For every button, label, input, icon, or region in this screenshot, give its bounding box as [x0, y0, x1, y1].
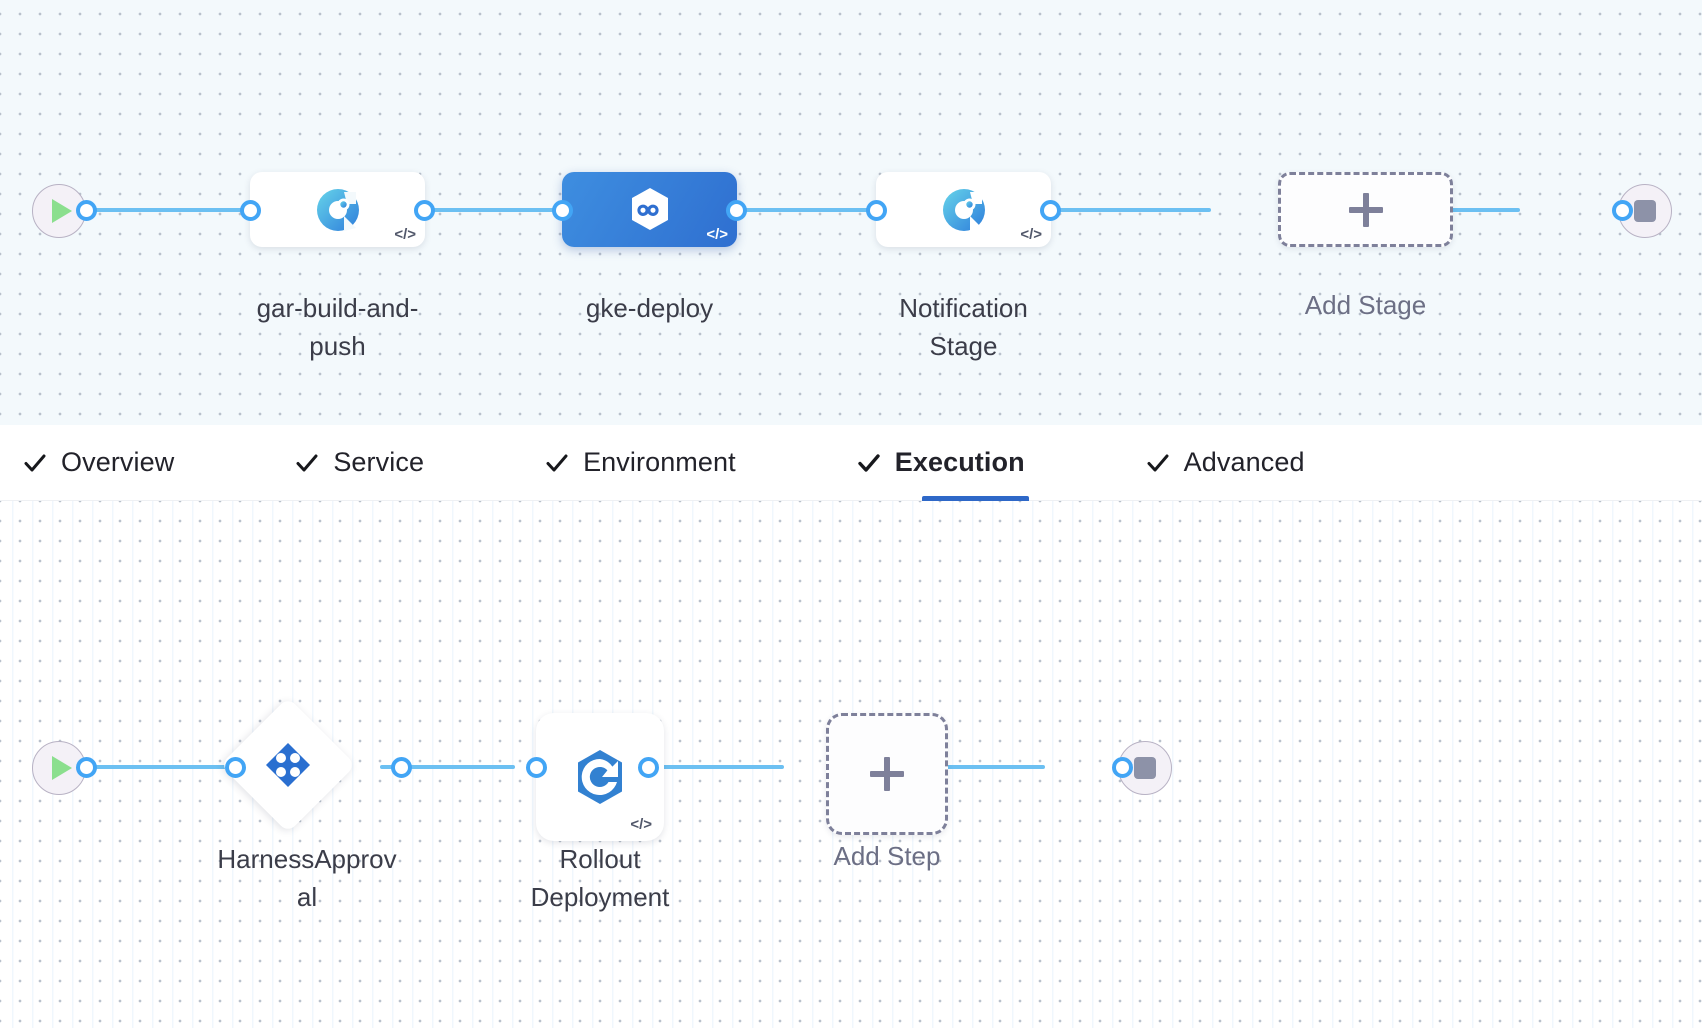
kubernetes-rollout-icon	[569, 746, 631, 808]
edge-step1-to-step2	[380, 765, 515, 769]
check-icon	[294, 450, 320, 476]
stage-label-line1: gar-build-and-	[256, 293, 419, 323]
port-stage1-in[interactable]	[240, 200, 261, 221]
execution-canvas[interactable]: HarnessApprov al </> Rollout Deployment …	[0, 501, 1702, 1028]
tab-service[interactable]: Service	[294, 425, 458, 501]
step-label-harness-approval: HarnessApprov al	[152, 841, 462, 916]
harness-ci-build-icon	[314, 186, 362, 234]
add-step-button[interactable]	[826, 713, 948, 835]
plus-icon	[1348, 192, 1383, 227]
step-label-rollout-deployment: Rollout Deployment	[445, 841, 755, 916]
step-code-badge: </>	[630, 816, 652, 833]
check-icon	[544, 450, 570, 476]
play-icon	[52, 756, 72, 780]
port-end-in[interactable]	[1612, 200, 1633, 221]
port-exec-start-out[interactable]	[76, 757, 97, 778]
port-stage2-in[interactable]	[552, 200, 573, 221]
tab-label: Advanced	[1183, 447, 1305, 477]
check-icon	[1145, 450, 1171, 476]
edge-stage1-to-stage2	[400, 208, 575, 212]
tab-label: Execution	[894, 447, 1025, 477]
tab-label: Service	[333, 447, 425, 477]
port-exec-end-in[interactable]	[1112, 757, 1133, 778]
stage-code-badge: </>	[1020, 226, 1042, 243]
stop-icon	[1634, 200, 1656, 222]
tab-overview[interactable]: Overview	[22, 425, 208, 501]
stage-label-line1: gke-deploy	[585, 293, 714, 323]
stage-label-gke-deploy: gke-deploy	[492, 290, 807, 328]
add-stage-label: Add Stage	[1304, 290, 1427, 320]
tab-environment[interactable]: Environment	[544, 425, 770, 501]
check-icon	[856, 450, 882, 476]
stage-label-notification-stage: Notification Stage	[806, 290, 1121, 365]
stage-label-line1: Notification	[899, 293, 1028, 323]
pipeline-stage-canvas[interactable]: </> gar-build-and- push </> gke-deploy	[0, 0, 1702, 425]
check-icon	[22, 450, 48, 476]
port-step2-in[interactable]	[526, 757, 547, 778]
tab-label: Environment	[583, 447, 736, 477]
stage-label-line2: push	[309, 330, 366, 361]
port-stage3-in[interactable]	[866, 200, 887, 221]
active-tab-indicator	[921, 495, 1029, 501]
port-step1-in[interactable]	[225, 757, 246, 778]
play-icon	[52, 199, 72, 223]
kubernetes-deploy-icon	[625, 185, 675, 235]
harness-ci-build-icon	[940, 186, 988, 234]
step-label-line2: Deployment	[530, 881, 670, 912]
stage-label-line2: Stage	[929, 330, 998, 361]
edge-addstep-to-end	[880, 765, 1045, 769]
plus-icon	[870, 757, 904, 791]
add-step-label: Add Step	[833, 841, 941, 871]
port-stage1-out[interactable]	[414, 200, 435, 221]
edge-step2-to-addstep	[624, 765, 784, 769]
port-step1-out[interactable]	[391, 757, 412, 778]
step-node-rollout-deployment[interactable]: </>	[536, 713, 664, 841]
tab-execution[interactable]: Execution	[856, 425, 1059, 501]
add-stage-button[interactable]	[1278, 172, 1453, 247]
port-step2-out[interactable]	[638, 757, 659, 778]
stage-label-gar-build-and-push: gar-build-and- push	[180, 290, 495, 365]
port-start-out[interactable]	[76, 200, 97, 221]
tab-advanced[interactable]: Advanced	[1145, 425, 1339, 501]
step-label-line2: al	[296, 881, 318, 912]
edge-start-to-stage1	[86, 208, 256, 212]
stage-config-tabs[interactable]: Overview Service Environment Execution A…	[0, 425, 1702, 501]
stage-node-notification-stage[interactable]: </>	[876, 172, 1051, 247]
step-label-line1: Rollout	[559, 844, 641, 874]
port-stage3-out[interactable]	[1040, 200, 1061, 221]
edge-stage2-to-stage3	[712, 208, 882, 212]
edge-start-to-step1	[86, 765, 231, 769]
port-stage2-out[interactable]	[726, 200, 747, 221]
tab-label: Overview	[61, 447, 175, 477]
stage-code-badge: </>	[706, 226, 728, 243]
step-label-line1: HarnessApprov	[217, 844, 397, 874]
stage-node-gke-deploy[interactable]: </>	[562, 172, 737, 247]
stage-code-badge: </>	[394, 226, 416, 243]
stage-node-gar-build-and-push[interactable]: </>	[250, 172, 425, 247]
edge-stage3-to-addstage	[1026, 208, 1211, 212]
stop-icon	[1134, 757, 1156, 779]
